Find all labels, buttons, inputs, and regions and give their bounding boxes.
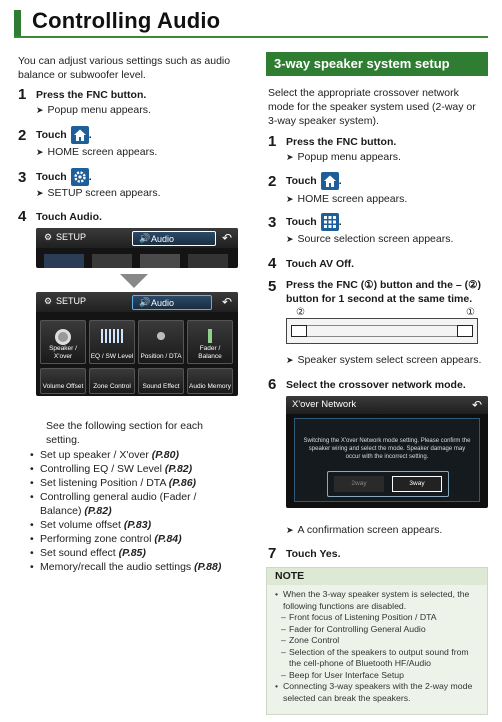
tile-speaker-xover[interactable]: Speaker / X'over: [40, 320, 86, 364]
speaker-icon: 🔊: [139, 233, 151, 243]
2way-option[interactable]: 2way: [334, 476, 384, 492]
home-icon[interactable]: [70, 126, 89, 144]
tile-volume-offset[interactable]: Volume Offset: [40, 368, 86, 394]
reference-list: Set up speaker / X'over (P.80) Controlli…: [30, 448, 240, 574]
header-accent-bar: [14, 10, 21, 36]
tile-fader-balance[interactable]: Fader / Balance: [187, 320, 233, 364]
right-intro: Select the appropriate crossover network…: [268, 87, 476, 127]
left-step-3: 3 Touch .: [18, 168, 92, 186]
settings-icon[interactable]: [70, 168, 89, 186]
right-step-5-result: ➤Speaker system select screen appears.: [286, 354, 482, 366]
down-arrow-icon: [120, 274, 148, 288]
right-step-4: 4 Touch AV Off.: [268, 255, 355, 272]
list-item: Set volume offset (P.83): [30, 518, 240, 532]
audio-tab[interactable]: 🔊 Audio: [132, 295, 212, 310]
right-step-3: 3 Touch .: [268, 213, 342, 231]
tile-preview: [44, 254, 84, 268]
xover-dialog: Switching the X'over Network mode settin…: [294, 418, 480, 502]
list-item: Set listening Position / DTA (P.86): [30, 476, 240, 490]
av-off-key-label: AV Off: [319, 257, 352, 270]
right-step-5: 5 Press the FNC (①) button and the – (②)…: [268, 278, 481, 305]
setup-label: SETUP: [56, 296, 87, 306]
note-sub-item: Front focus of Listening Position / DTA: [275, 612, 479, 624]
xover-message: Switching the X'over Network mode settin…: [303, 438, 471, 460]
fnc-key-label: FNC: [336, 135, 358, 148]
yes-key-label: Yes: [319, 547, 338, 560]
right-step-6-result: ➤A confirmation screen appears.: [286, 524, 443, 536]
note-box: NOTE When the 3-way speaker system is se…: [266, 567, 488, 715]
tile-preview: [92, 254, 132, 268]
list-item: Performing zone control (P.84): [30, 532, 240, 546]
note-sub-item: Selection of the speakers to output soun…: [275, 647, 479, 670]
tile-audio-memory[interactable]: Audio Memory: [187, 368, 233, 394]
note-sub-item: Beep for User Interface Setup: [275, 670, 479, 682]
list-item: Set up speaker / X'over (P.80): [30, 448, 240, 462]
minus-button[interactable]: [291, 325, 307, 337]
note-sub-item: Zone Control: [275, 635, 479, 647]
section-title: 3-way speaker system setup: [266, 52, 488, 76]
head-unit-device: [286, 318, 478, 344]
audio-key-label: Audio: [69, 210, 99, 223]
grid-icon[interactable]: [320, 213, 339, 231]
setup-label: SETUP: [56, 232, 87, 242]
tile-position-dta[interactable]: Position / DTA: [138, 320, 184, 364]
xover-title: X'over Network: [292, 399, 357, 410]
callout-2: ②: [296, 307, 305, 318]
setup-gear-icon: ⚙: [44, 296, 53, 306]
right-step-2: 2 Touch .: [268, 172, 342, 190]
list-item: Memory/recall the audio settings (P.88): [30, 560, 240, 574]
note-bullet: When the 3-way speaker system is selecte…: [275, 589, 479, 612]
audio-screen: ⚙ SETUP 🔊 Audio ↶ Speaker / X'over EQ / …: [36, 292, 238, 396]
right-step-2-result: ➤HOME screen appears.: [286, 193, 408, 205]
3way-option[interactable]: 3way: [392, 476, 442, 492]
left-step-3-result: ➤SETUP screen appears.: [36, 187, 161, 199]
speaker-icon: 🔊: [139, 297, 151, 307]
back-icon[interactable]: ↶: [221, 295, 232, 309]
step-number: 1: [18, 86, 27, 103]
see-following: See the following section for each setti…: [46, 420, 204, 446]
page-title: Controlling Audio: [32, 8, 221, 33]
list-item: Controlling EQ / SW Level (P.82): [30, 462, 240, 476]
page-header: Controlling Audio: [14, 8, 488, 38]
right-step-7: 7 Touch Yes.: [268, 545, 341, 562]
tile-zone-control[interactable]: Zone Control: [89, 368, 135, 394]
fnc-key-label: FNC: [86, 88, 108, 101]
left-step-4: 4 Touch Audio.: [18, 208, 102, 225]
left-step-2: 2 Touch .: [18, 126, 92, 144]
right-step-3-result: ➤Source selection screen appears.: [286, 233, 454, 245]
note-title: NOTE: [267, 568, 487, 585]
setup-screen-top: ⚙ SETUP 🔊 Audio ↶: [36, 228, 238, 268]
callout-1: ①: [466, 307, 475, 318]
fnc-button[interactable]: [457, 325, 473, 337]
audio-tab-highlighted[interactable]: 🔊 Audio: [132, 231, 216, 246]
right-step-1: 1 Press the FNC button.: [268, 133, 397, 150]
tile-preview: [140, 254, 180, 268]
right-step-6: 6 Select the crossover network mode.: [268, 376, 466, 393]
list-item: Set sound effect (P.85): [30, 546, 240, 560]
home-icon[interactable]: [320, 172, 339, 190]
mode-selector: 2way 3way: [327, 471, 449, 497]
left-step-2-result: ➤HOME screen appears.: [36, 146, 158, 158]
tile-sound-effect[interactable]: Sound Effect: [138, 368, 184, 394]
right-step-1-result: ➤Popup menu appears.: [286, 151, 401, 163]
xover-screen: X'over Network ↶ Switching the X'over Ne…: [286, 396, 488, 508]
tile-eq-sw-level[interactable]: EQ / SW Level: [89, 320, 135, 364]
step-text: Press the FNC button.: [36, 88, 147, 101]
left-step-1-result: ➤Popup menu appears.: [36, 104, 151, 116]
setup-gear-icon: ⚙: [44, 232, 53, 242]
list-item: Controlling general audio (Fader / Balan…: [30, 490, 240, 518]
back-icon[interactable]: ↶: [471, 398, 482, 412]
note-sub-item: Fader for Controlling General Audio: [275, 624, 479, 636]
left-intro: You can adjust various settings such as …: [18, 55, 231, 81]
back-icon[interactable]: ↶: [221, 231, 232, 245]
note-bullet: Connecting 3-way speakers with the 2-way…: [275, 681, 479, 704]
tile-preview: [188, 254, 228, 268]
left-step-1: 1 Press the FNC button.: [18, 86, 146, 103]
